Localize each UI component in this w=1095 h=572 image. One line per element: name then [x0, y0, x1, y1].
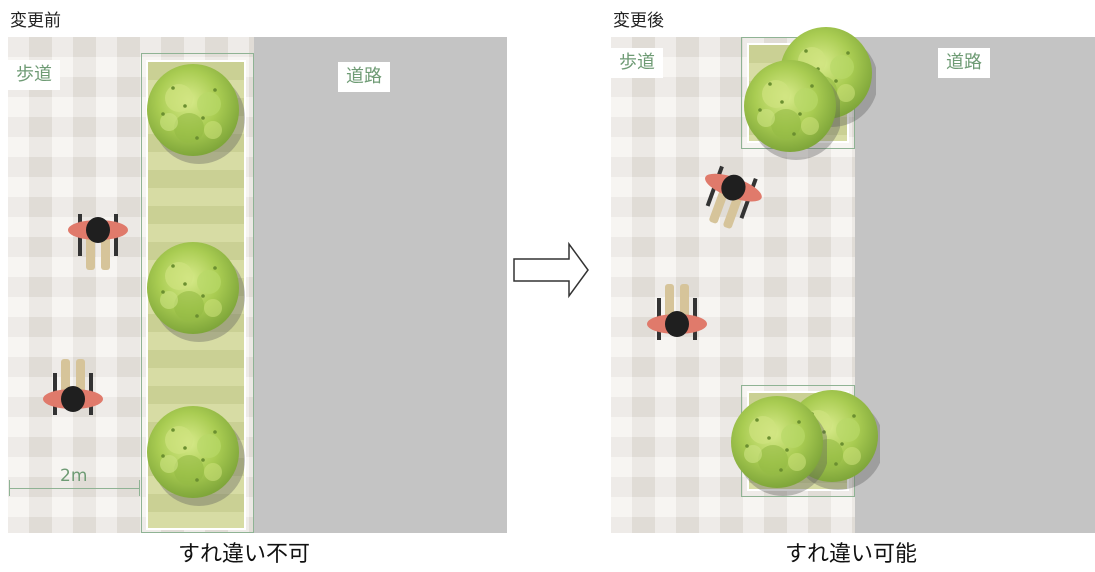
before-sidewalk-label: 歩道: [8, 60, 60, 90]
after-sidewalk-label: 歩道: [611, 48, 663, 78]
before-caption: すれ違い不可: [178, 542, 311, 567]
after-caption: すれ違い可能: [785, 542, 918, 567]
before-heading: 変更前: [10, 11, 61, 31]
tree-icon: [147, 242, 245, 342]
tree-icon: [731, 396, 827, 496]
tree-icon: [147, 64, 245, 164]
tree-icon: [147, 406, 245, 506]
wheelchair-user-icon: [647, 284, 707, 340]
dimension-tick-right: [139, 480, 140, 496]
wheelchair-user-icon: [68, 214, 128, 270]
before-width-label: 2m: [60, 466, 88, 486]
wheelchair-user-icon: [43, 359, 103, 415]
after-road-label: 道路: [938, 48, 990, 78]
wheelchair-user-icon: [691, 162, 768, 236]
before-planter-outline: [141, 53, 254, 533]
dimension-tick-left: [9, 480, 10, 496]
before-road: [254, 37, 507, 533]
before-road-label: 道路: [338, 62, 390, 92]
tree-icon: [744, 60, 840, 160]
before-width-dimension-line: [10, 488, 140, 489]
after-road: [855, 37, 1095, 533]
right-arrow-icon: [513, 241, 589, 299]
after-heading: 変更後: [613, 11, 664, 31]
